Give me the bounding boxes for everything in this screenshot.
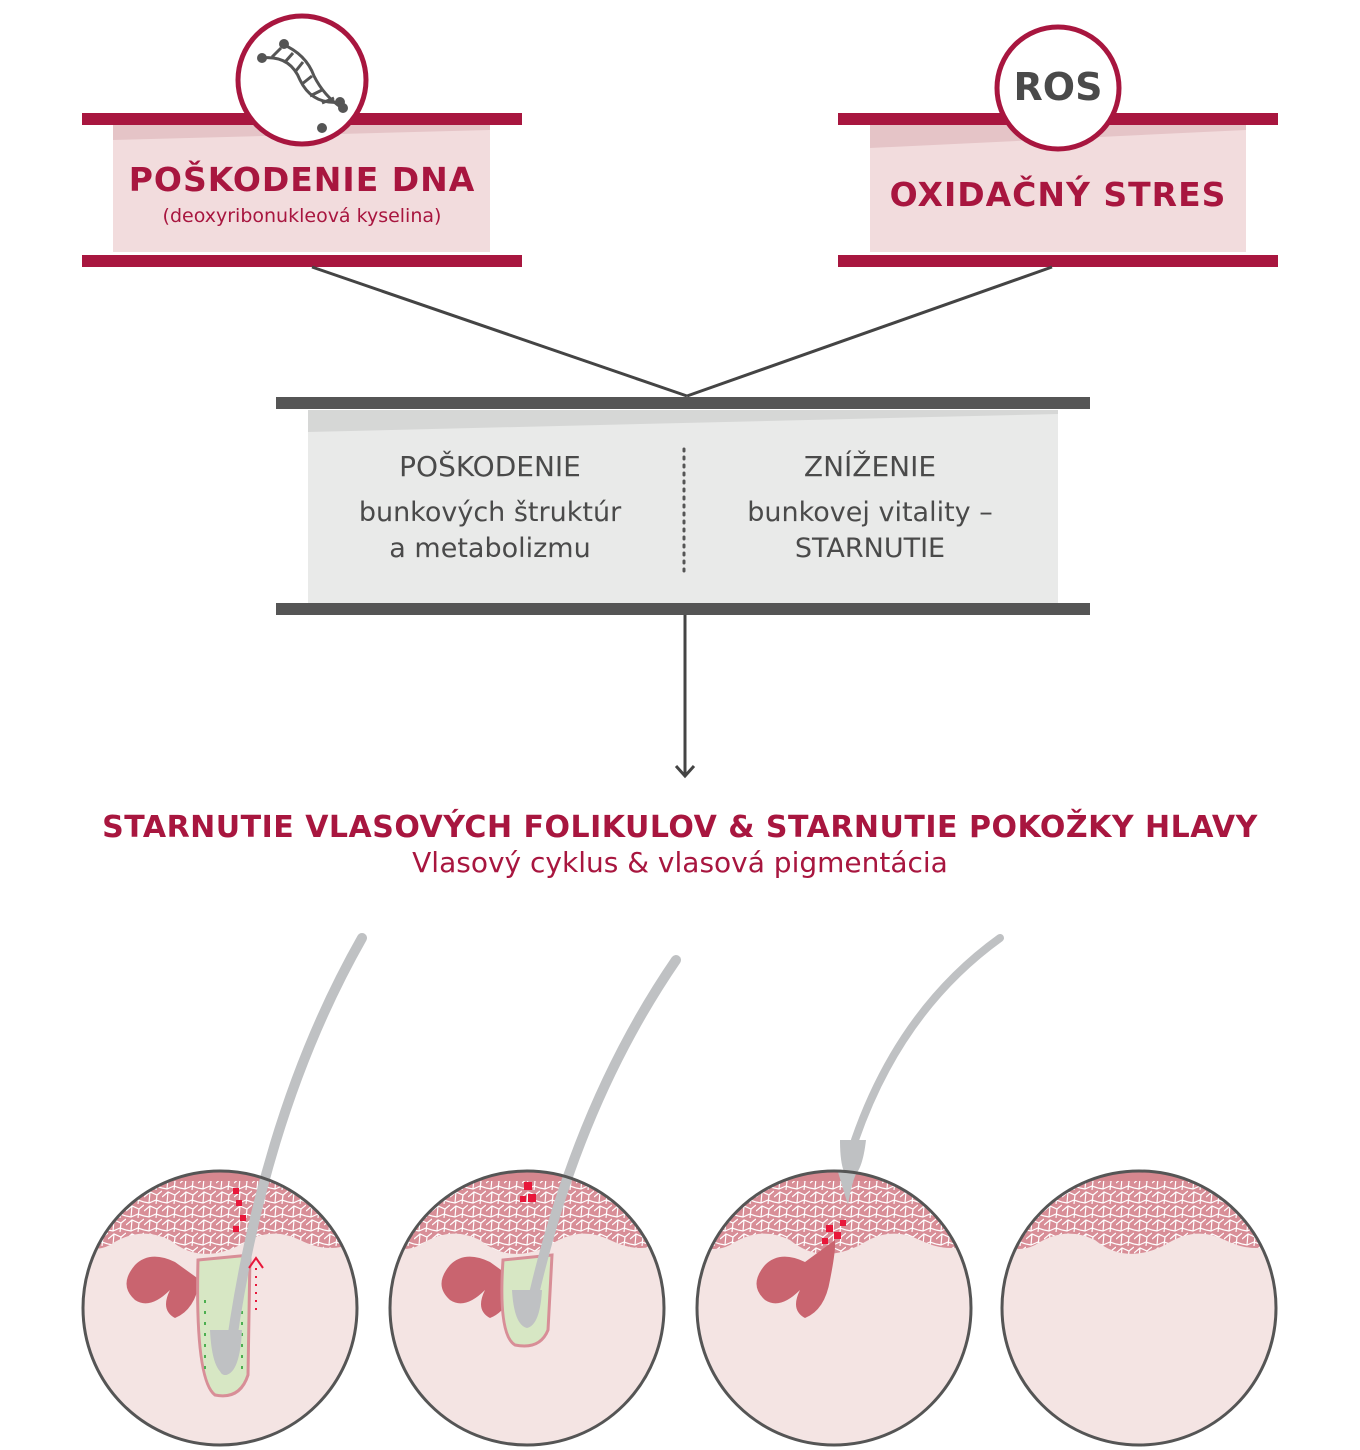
stage-detaching-hair xyxy=(695,934,1004,1447)
cell-damage-line2: a metabolizmu xyxy=(389,533,591,564)
cellular-damage-box xyxy=(276,397,1090,615)
dna-damage-box xyxy=(82,113,522,267)
stage-healthy-follicle xyxy=(81,933,367,1447)
dna-icon xyxy=(257,39,348,133)
ros-icon-label: ROS xyxy=(1013,65,1103,109)
ros-icon-circle xyxy=(994,24,1122,152)
oxidative-stress-title: OXIDAČNÝ STRES xyxy=(889,175,1227,214)
cell-damage-heading: POŠKODENIE xyxy=(399,450,581,483)
result-title: STARNUTIE VLASOVÝCH FOLIKULOV & STARNUTI… xyxy=(102,810,1258,845)
dna-icon-circle xyxy=(235,13,369,147)
oxidative-stress-box xyxy=(838,113,1278,267)
dna-damage-subtitle: (deoxyribonukleová kyselina) xyxy=(162,205,442,227)
dna-damage-title: POŠKODENIE DNA xyxy=(128,160,476,199)
down-arrow-icon xyxy=(674,615,696,779)
connector-lines xyxy=(311,265,1053,398)
vitality-heading: ZNÍŽENIE xyxy=(803,450,937,483)
vitality-line1: bunkovej vitality – xyxy=(747,497,993,528)
stage-empty-scalp xyxy=(1000,1169,1278,1447)
result-subtitle: Vlasový cyklus & vlasová pigmentácia xyxy=(412,846,948,879)
vitality-line2: STARNUTIE xyxy=(794,533,946,564)
cell-damage-line1: bunkových štruktúr xyxy=(358,497,622,528)
stage-aging-follicle xyxy=(388,955,681,1447)
